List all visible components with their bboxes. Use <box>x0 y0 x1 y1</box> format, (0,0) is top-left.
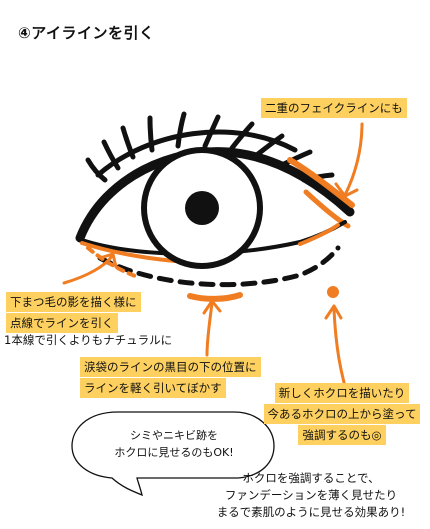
dotted-lower-line <box>97 245 341 288</box>
effect-note-line3: まるで素肌のように見せる効果あり! <box>216 505 406 519</box>
lower-liner-outer <box>298 223 340 246</box>
tear-trough-note: 涙袋のラインの黒目の下の位置に ラインを軽く引いてぼかす <box>80 356 261 398</box>
eyelid-crease <box>95 129 298 178</box>
effect-note-line1: ホクロを強調することで、 <box>242 471 380 485</box>
natural-note: 1本線で引くよりもナチュラルに <box>4 333 173 347</box>
dotted-lower-line-orange <box>86 246 137 278</box>
annotation-arrows <box>62 122 364 392</box>
dotted-line-note: 下まつ毛の影を描く様に 点線でラインを引く <box>6 291 141 333</box>
upper-lid-line <box>75 147 355 243</box>
mole-note: 新しくホクロを描いたり 今あるホクロの上から塗って 強調するのも◎ <box>262 382 422 445</box>
bubble-note-line2: ホクロに見せるのもOK! <box>114 446 234 459</box>
speech-bubble <box>71 411 275 497</box>
tear-trough-line <box>187 292 243 302</box>
mole-note-line1: 新しくホクロを描いたり <box>274 383 410 403</box>
mole-note-line3: 強調するのも◎ <box>298 425 386 445</box>
dotted-line-note-line2: 点線でラインを引く <box>6 313 118 333</box>
bubble-note-line1: シミやニキビ跡を <box>130 429 218 442</box>
fake-double-note: 二重のフェイクラインにも <box>261 98 407 118</box>
bubble-note: シミやニキビ跡を ホクロに見せるのもOK! <box>84 427 264 461</box>
page-title: ④アイラインを引く <box>18 24 155 42</box>
effect-note: ホクロを強調することで、 ファンデーションを薄く見せたり まるで素肌のように見せ… <box>196 470 426 521</box>
tear-trough-note-line2: ラインを軽く引いてぼかす <box>80 378 226 398</box>
dotted-line-note-line1: 下まつ毛の影を描く様に <box>6 292 141 312</box>
fake-double-line <box>287 157 355 208</box>
mole-dot <box>327 286 339 298</box>
tear-trough-note-line1: 涙袋のラインの黒目の下の位置に <box>80 357 261 377</box>
mole-note-line2: 今あるホクロの上から塗って <box>263 404 421 424</box>
effect-note-line2: ファンデーションを薄く見せたり <box>224 488 398 502</box>
pupil <box>185 191 219 225</box>
